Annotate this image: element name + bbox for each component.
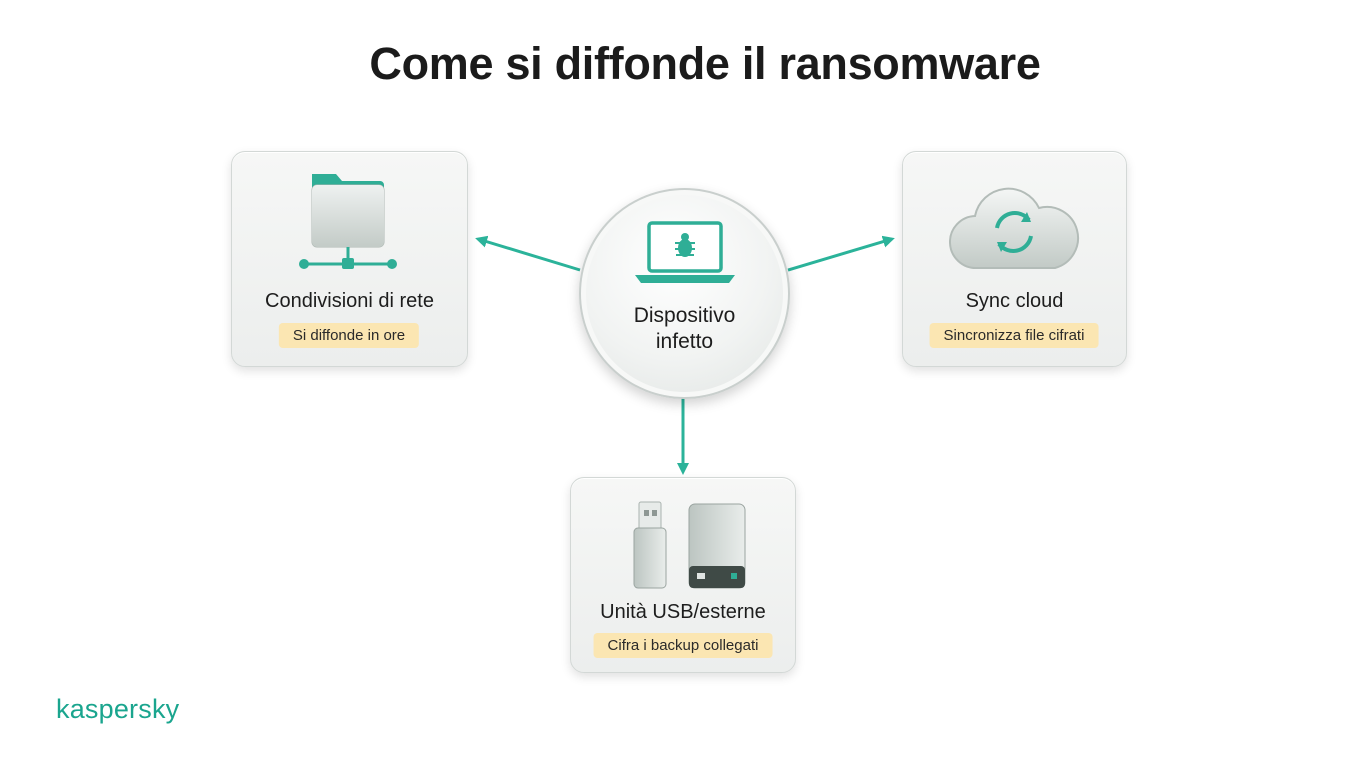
cloud-sync-icon <box>949 187 1080 270</box>
node-cloud-label: Sync cloud <box>965 290 1064 312</box>
arrow-to-cloud <box>787 235 895 272</box>
node-usb-badge: Cifra i backup collegati <box>593 633 773 658</box>
infected-laptop-icon <box>635 221 735 283</box>
usb-drive-icon <box>633 501 746 589</box>
arrow-to-network <box>475 235 581 272</box>
diagram-title: Come si diffonde il ransomware <box>369 38 1041 89</box>
node-network-badge: Si diffonde in ore <box>278 323 420 348</box>
node-cloud-card: Sync cloud Sincronizza file cifrati <box>902 151 1127 367</box>
node-usb-label: Unità USB/esterne <box>600 601 766 623</box>
kaspersky-logo: kaspersky <box>56 694 180 724</box>
node-usb-card: Unità USB/esterne Cifra i backup collega… <box>570 477 796 673</box>
network-folder-icon <box>299 174 397 269</box>
node-cloud-badge: Sincronizza file cifrati <box>929 323 1099 348</box>
node-network-card: Condivisioni di rete Si diffonde in ore <box>231 151 468 367</box>
node-network-label: Condivisioni di rete <box>265 290 434 312</box>
